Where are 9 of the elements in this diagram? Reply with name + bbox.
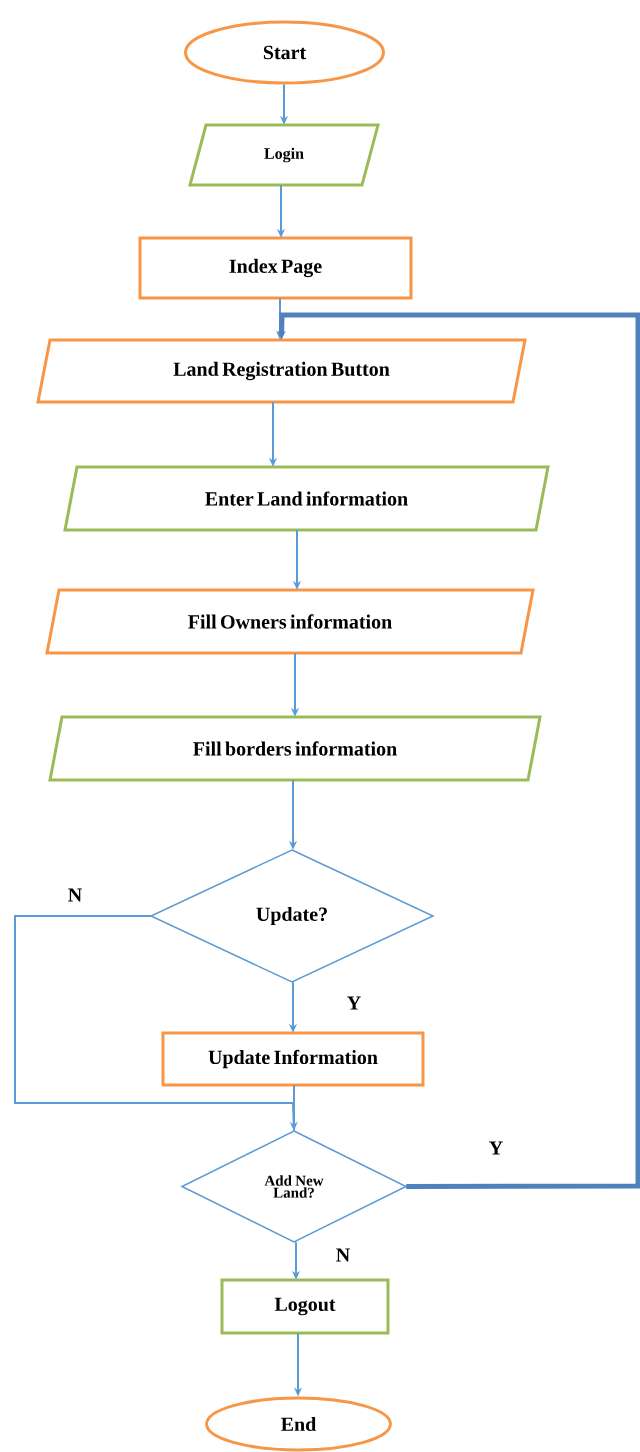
input-output-box: Land Registration Button <box>36 338 527 404</box>
input-output-box: Enter Land information <box>63 465 550 532</box>
process-box: Logout <box>220 1278 390 1335</box>
process-box: Index Page <box>138 236 413 300</box>
process-box: Update Information <box>161 1031 425 1087</box>
input-output-box: Fill borders information <box>48 715 542 782</box>
input-output-box: Fill Owners information <box>45 588 535 655</box>
connector-line <box>293 1084 295 1132</box>
input-output-box: Login <box>188 123 380 187</box>
